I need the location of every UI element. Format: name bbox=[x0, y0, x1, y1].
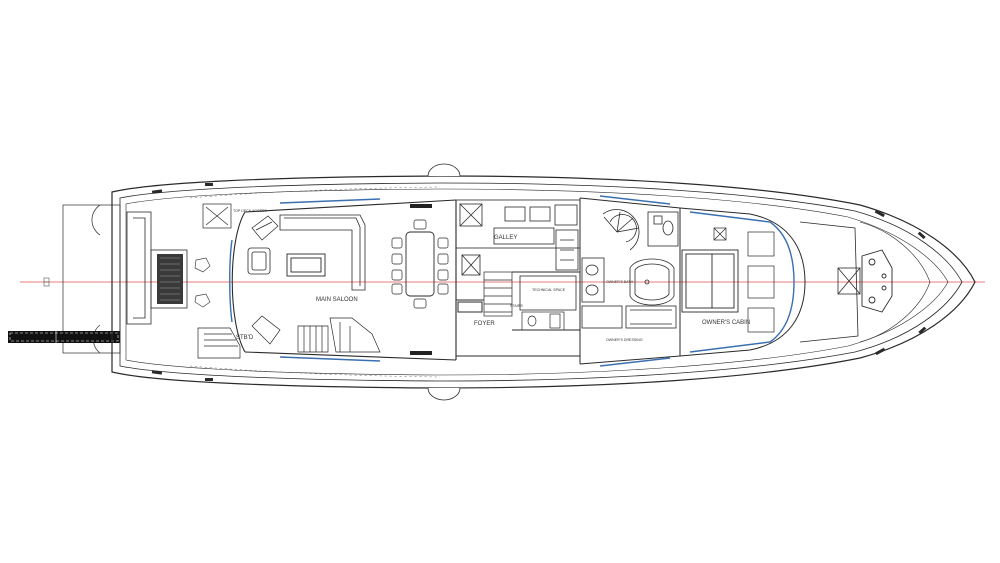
foyer-walls bbox=[456, 271, 580, 357]
saloon-walls bbox=[231, 199, 457, 361]
day-head bbox=[521, 311, 565, 331]
technical-space-label: TECHNICAL SPACE bbox=[532, 288, 566, 292]
cabin-sofa bbox=[747, 231, 775, 333]
stbd-label: STB'D bbox=[236, 335, 254, 341]
cockpit-chairs bbox=[194, 257, 211, 308]
side-deck-dashes bbox=[189, 186, 441, 378]
cockpit-hatch bbox=[157, 254, 183, 304]
saloon-sofa bbox=[279, 214, 366, 291]
foredeck bbox=[799, 221, 861, 343]
aft-cockpit bbox=[126, 211, 188, 325]
armchair bbox=[247, 247, 271, 275]
tv-cabinet bbox=[286, 253, 326, 277]
aft-port-stairs bbox=[197, 327, 241, 359]
deck-cleats bbox=[151, 183, 927, 381]
galley-label: GALLEY bbox=[494, 235, 517, 241]
owners-dressing bbox=[581, 305, 677, 329]
saloon-windows bbox=[229, 198, 381, 362]
galley-counter-right bbox=[555, 229, 579, 271]
saloon-port-stairs bbox=[297, 317, 381, 353]
saloon-corner-unit bbox=[251, 215, 279, 241]
owners-dressing-label: OWNER'S DRESSING bbox=[606, 338, 643, 342]
owners-bath bbox=[581, 257, 675, 306]
owner-cabin-windows bbox=[599, 195, 795, 367]
saloon-corner-unit-port bbox=[251, 315, 281, 345]
owner-cabin-walls bbox=[579, 197, 806, 365]
spiral-stair bbox=[602, 209, 640, 251]
side-doors bbox=[427, 163, 461, 401]
hull-outline bbox=[111, 175, 976, 389]
foyer-stairs bbox=[483, 271, 513, 317]
main-saloon-label: MAIN SALOON bbox=[316, 297, 358, 303]
windlass bbox=[861, 249, 893, 313]
gangway bbox=[8, 331, 120, 343]
dining-chairs bbox=[391, 219, 449, 309]
centerline-marker bbox=[43, 277, 50, 287]
foyer-label: FOYER bbox=[474, 321, 495, 327]
dining-table bbox=[405, 231, 435, 297]
technical-space bbox=[519, 275, 577, 311]
owners-bath-label: OWNER'S BATH bbox=[606, 280, 634, 284]
saloon-door-bars bbox=[410, 204, 432, 355]
galley bbox=[455, 199, 581, 276]
top-deck-access-stair bbox=[202, 203, 232, 229]
top-deck-access-label: TOP DECK ACCESS bbox=[233, 209, 267, 213]
owners-cabin-label: OWNER'S CABIN bbox=[702, 320, 750, 326]
owners-bed bbox=[681, 249, 739, 313]
stairs-label: STAIRS bbox=[510, 304, 523, 308]
cabin-chair bbox=[713, 227, 727, 241]
owners-wc bbox=[647, 211, 679, 247]
